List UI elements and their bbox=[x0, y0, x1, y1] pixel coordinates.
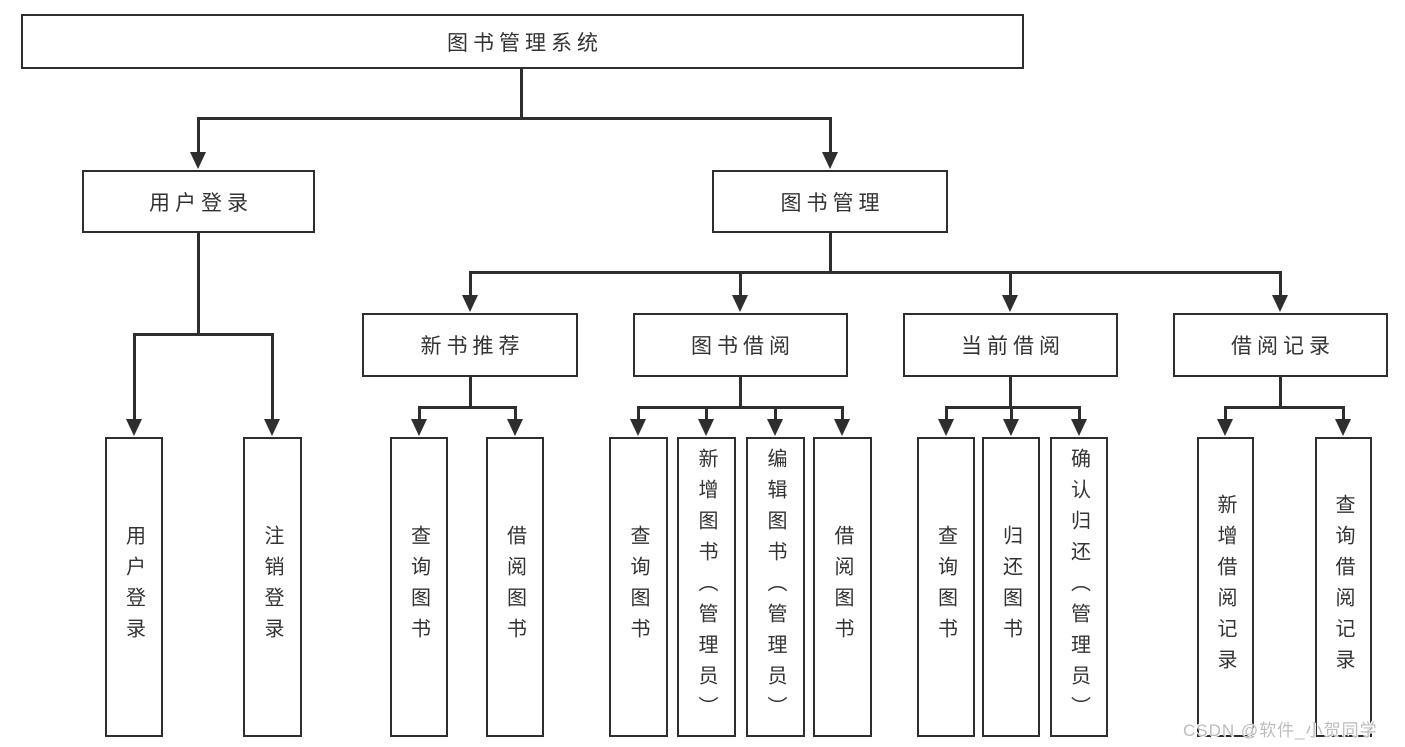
node-borrow-records: 借阅记录 bbox=[1173, 313, 1388, 377]
connector-line bbox=[520, 69, 523, 119]
connector-line bbox=[133, 333, 136, 421]
leaf-borrow-books: 借阅图书 bbox=[813, 437, 872, 737]
connector-line bbox=[418, 406, 516, 409]
connector-line bbox=[1279, 377, 1282, 409]
leaf-edit-books-admin: 编辑图书（管理员） bbox=[746, 437, 805, 737]
connector-line bbox=[469, 271, 1281, 274]
leaf-return-books: 归还图书 bbox=[982, 437, 1040, 737]
connector-line bbox=[197, 117, 200, 155]
connector-line bbox=[514, 406, 517, 421]
connector-line bbox=[1224, 406, 1227, 421]
arrowhead-down-icon bbox=[1217, 419, 1233, 436]
node-root: 图书管理系统 bbox=[21, 14, 1024, 69]
leaf-confirm-return-admin-label: 确认归还（管理员） bbox=[1067, 447, 1090, 727]
arrowhead-down-icon bbox=[630, 419, 646, 436]
connector-line bbox=[774, 406, 777, 421]
connector-line bbox=[1224, 406, 1344, 409]
leaf-logout-label: 注销登录 bbox=[261, 525, 283, 649]
connector-line bbox=[1279, 271, 1282, 297]
node-book-management: 图书管理 bbox=[712, 170, 948, 233]
connector-line bbox=[739, 377, 742, 409]
arrowhead-down-icon bbox=[190, 152, 206, 169]
leaf-borrow-query-books: 查询图书 bbox=[609, 437, 668, 737]
leaf-recommend-borrow-books-label: 借阅图书 bbox=[503, 525, 526, 649]
connector-line bbox=[637, 406, 843, 409]
connector-line bbox=[841, 406, 844, 421]
arrowhead-down-icon bbox=[834, 419, 850, 436]
node-book-borrow: 图书借阅 bbox=[633, 313, 848, 377]
node-book-management-label: 图书管理 bbox=[780, 191, 885, 215]
node-new-book-recommend-label: 新书推荐 bbox=[420, 335, 525, 358]
arrowhead-down-icon bbox=[1002, 295, 1018, 312]
node-user-login: 用户登录 bbox=[82, 170, 315, 233]
leaf-edit-books-admin-label: 编辑图书（管理员） bbox=[764, 447, 786, 727]
arrowhead-down-icon bbox=[411, 419, 427, 436]
node-root-label: 图书管理系统 bbox=[447, 31, 603, 55]
connector-line bbox=[739, 271, 742, 297]
leaf-recommend-query-books-label: 查询图书 bbox=[407, 525, 430, 649]
arrowhead-down-icon bbox=[1272, 295, 1288, 312]
arrowhead-down-icon bbox=[1003, 419, 1019, 436]
connector-line bbox=[198, 117, 831, 120]
arrowhead-down-icon bbox=[732, 295, 748, 312]
arrowhead-down-icon bbox=[938, 419, 954, 436]
connector-line bbox=[637, 406, 640, 421]
leaf-add-borrow-record-label: 新增借阅记录 bbox=[1214, 494, 1236, 680]
leaf-borrow-books-label: 借阅图书 bbox=[831, 525, 853, 649]
leaf-borrow-query-books-label: 查询图书 bbox=[627, 525, 649, 649]
arrowhead-down-icon bbox=[822, 152, 838, 169]
connector-line bbox=[1342, 406, 1345, 421]
leaf-query-borrow-record-label: 查询借阅记录 bbox=[1332, 494, 1354, 680]
connector-line bbox=[1009, 377, 1012, 409]
node-borrow-records-label: 借阅记录 bbox=[1231, 335, 1335, 358]
arrowhead-down-icon bbox=[507, 419, 523, 436]
connector-line bbox=[197, 233, 200, 336]
arrowhead-down-icon bbox=[1071, 419, 1087, 436]
node-new-book-recommend: 新书推荐 bbox=[362, 313, 578, 377]
csdn-watermark: CSDN @软件_小贺同学 bbox=[1183, 721, 1378, 740]
leaf-add-books-admin-label: 新增图书（管理员） bbox=[695, 447, 717, 727]
arrowhead-down-icon bbox=[1335, 419, 1351, 436]
leaf-confirm-return-admin: 确认归还（管理员） bbox=[1050, 437, 1108, 737]
leaf-user-login: 用户登录 bbox=[105, 437, 163, 737]
connector-line bbox=[705, 406, 708, 421]
connector-line bbox=[1078, 406, 1081, 421]
connector-line bbox=[469, 377, 472, 409]
connector-line bbox=[945, 406, 948, 421]
connector-line bbox=[418, 406, 421, 421]
arrowhead-down-icon bbox=[126, 419, 142, 436]
leaf-user-login-label: 用户登录 bbox=[122, 525, 145, 649]
leaf-recommend-query-books: 查询图书 bbox=[390, 437, 448, 737]
arrowhead-down-icon bbox=[698, 419, 714, 436]
connector-line bbox=[469, 271, 472, 297]
node-user-login-label: 用户登录 bbox=[149, 191, 253, 215]
connector-line bbox=[133, 333, 274, 336]
connector-line bbox=[271, 333, 274, 421]
connector-line bbox=[829, 233, 832, 274]
connector-line bbox=[1009, 271, 1012, 297]
leaf-add-books-admin: 新增图书（管理员） bbox=[677, 437, 736, 737]
node-current-borrow-label: 当前借阅 bbox=[961, 335, 1065, 358]
leaf-logout: 注销登录 bbox=[243, 437, 302, 737]
leaf-add-borrow-record: 新增借阅记录 bbox=[1197, 437, 1254, 737]
leaf-recommend-borrow-books: 借阅图书 bbox=[486, 437, 544, 737]
node-book-borrow-label: 图书借阅 bbox=[691, 335, 795, 358]
connector-line bbox=[829, 117, 832, 155]
arrowhead-down-icon bbox=[264, 419, 280, 436]
leaf-current-query-books: 查询图书 bbox=[917, 437, 975, 737]
leaf-query-borrow-record: 查询借阅记录 bbox=[1315, 437, 1372, 737]
arrowhead-down-icon bbox=[462, 295, 478, 312]
arrowhead-down-icon bbox=[767, 419, 783, 436]
leaf-current-query-books-label: 查询图书 bbox=[934, 525, 957, 649]
node-current-borrow: 当前借阅 bbox=[903, 313, 1118, 377]
leaf-return-books-label: 归还图书 bbox=[999, 525, 1022, 649]
connector-line bbox=[1010, 406, 1013, 421]
